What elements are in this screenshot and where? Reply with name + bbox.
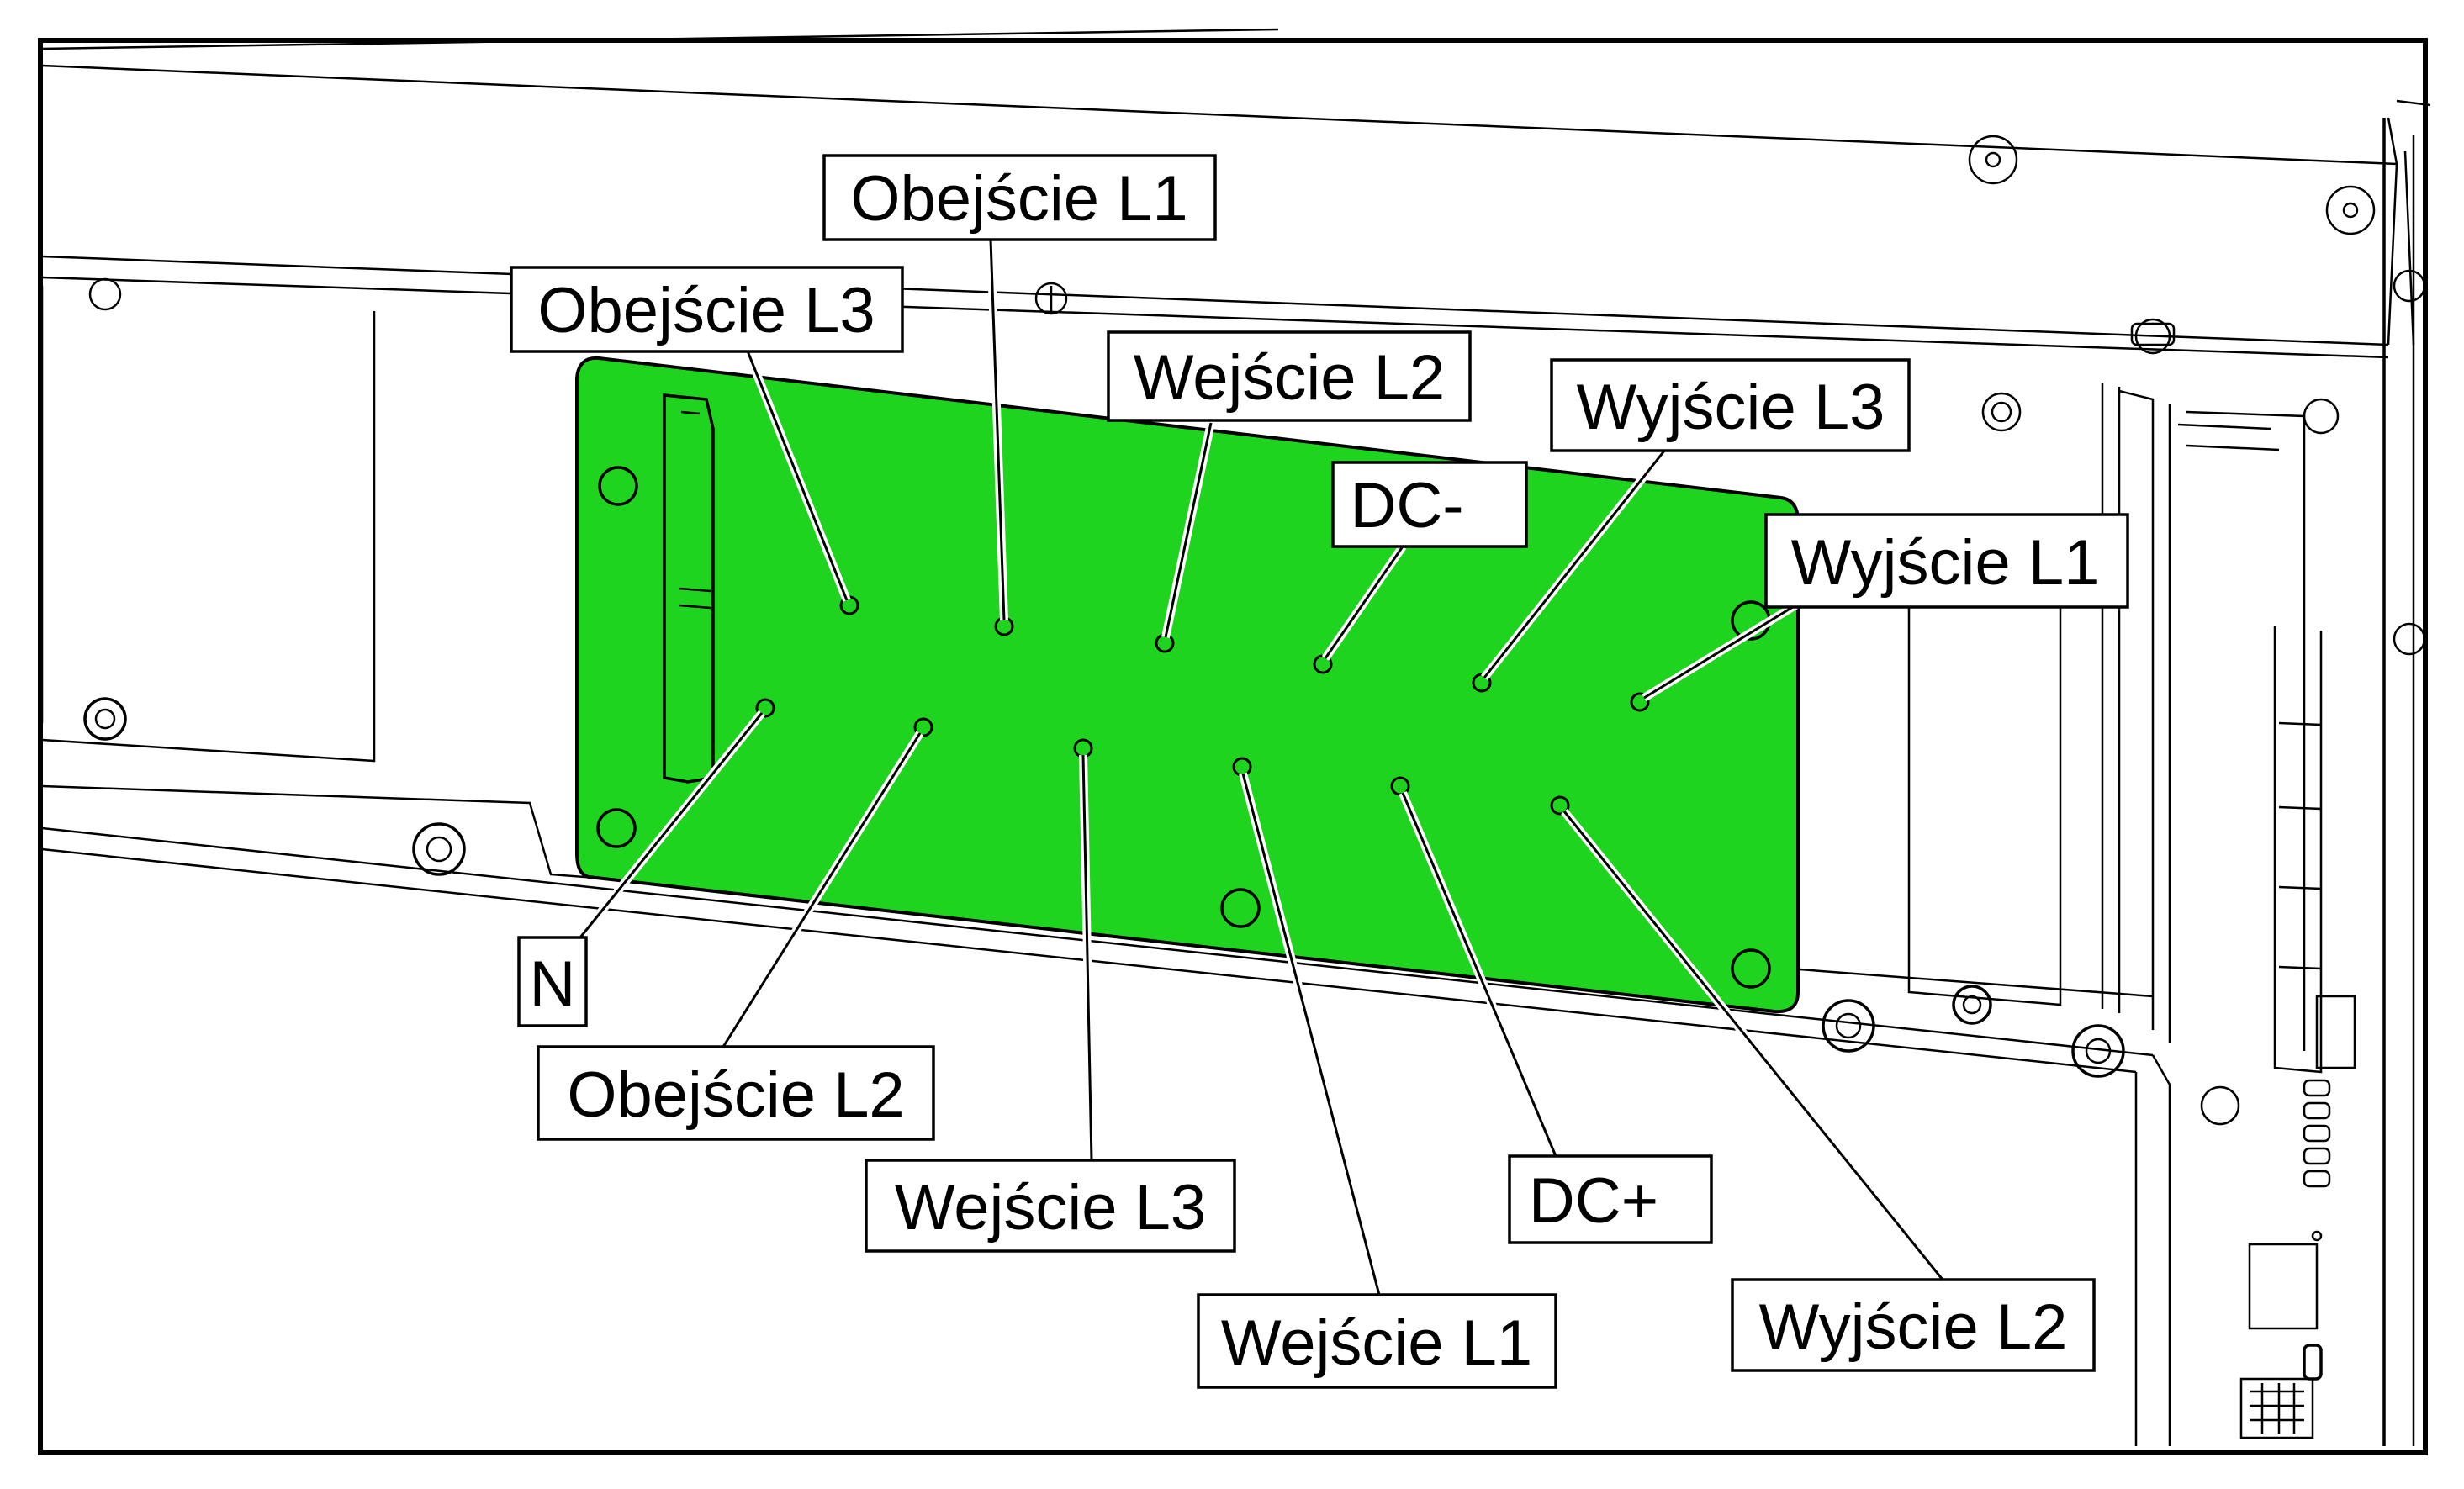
stud-wejscie-l2 bbox=[1155, 633, 1175, 653]
leader-dc-plus bbox=[1401, 792, 1557, 1157]
label-wyjscie-l1: Wyjście L1 bbox=[1764, 513, 2129, 609]
stud-n bbox=[755, 698, 775, 718]
stud-wejscie-l3 bbox=[1073, 738, 1093, 758]
leader-wyjscie-l3 bbox=[1483, 449, 1667, 678]
label-text-obejscie-l3: Obejście L3 bbox=[537, 275, 875, 346]
labels: Obejście L1 Obejście L3 Wejście L2 Wyjśc… bbox=[510, 154, 2129, 1389]
label-text-wejscie-l3: Wejście L3 bbox=[895, 1172, 1206, 1243]
label-text-obejscie-l2: Obejście L2 bbox=[567, 1059, 904, 1131]
label-wyjscie-l2: Wyjście L2 bbox=[1731, 1278, 2096, 1372]
label-text-n: N bbox=[530, 948, 576, 1020]
label-dc-plus: DC+ bbox=[1508, 1154, 1713, 1244]
frame-screws bbox=[83, 697, 2125, 1078]
green-terminal-board bbox=[575, 356, 1800, 1014]
leader-dc-minus bbox=[1324, 546, 1404, 659]
label-obejscie-l1: Obejście L1 bbox=[822, 154, 1217, 241]
leader-obejscie-l2 bbox=[722, 732, 922, 1048]
label-text-dc-minus: DC- bbox=[1350, 470, 1463, 541]
label-obejscie-l2: Obejście L2 bbox=[537, 1045, 935, 1141]
leader-obejscie-l1 bbox=[989, 239, 1006, 621]
label-dc-minus: DC- bbox=[1331, 461, 1528, 548]
leader-wyjscie-l2 bbox=[1562, 811, 1944, 1280]
leader-wyjscie-l1 bbox=[1643, 604, 1796, 700]
label-text-wyjscie-l2: Wyjście L2 bbox=[1759, 1291, 2068, 1363]
label-text-obejscie-l1: Obejście L1 bbox=[850, 163, 1187, 235]
label-n: N bbox=[517, 936, 588, 1027]
label-wyjscie-l3: Wyjście L3 bbox=[1550, 358, 1911, 452]
label-wejscie-l2: Wejście L2 bbox=[1107, 330, 1472, 422]
terminal-panel bbox=[575, 356, 1800, 1014]
leader-wejscie-l2 bbox=[1164, 422, 1213, 638]
label-text-wejscie-l1: Wejście L1 bbox=[1221, 1307, 1532, 1379]
label-obejscie-l3: Obejście L3 bbox=[510, 266, 904, 353]
label-wejscie-l3: Wejście L3 bbox=[865, 1159, 1236, 1253]
label-text-wejscie-l2: Wejście L2 bbox=[1134, 342, 1445, 414]
label-wejscie-l1: Wejście L1 bbox=[1197, 1293, 1557, 1389]
cabinet-drawing bbox=[40, 28, 2431, 1446]
label-text-wyjscie-l3: Wyjście L3 bbox=[1577, 372, 1885, 443]
leader-obejscie-l3 bbox=[745, 348, 849, 601]
stud-wejscie-l1 bbox=[1232, 757, 1252, 777]
label-text-wyjscie-l1: Wyjście L1 bbox=[1791, 527, 2100, 599]
leader-wejscie-l1 bbox=[1241, 773, 1381, 1296]
figure-border bbox=[38, 38, 2428, 1455]
stud-wyjscie-l2 bbox=[1550, 795, 1570, 816]
leader-lines bbox=[577, 239, 1946, 1296]
leader-wejscie-l3 bbox=[1081, 754, 1093, 1161]
label-text-dc-plus: DC+ bbox=[1529, 1165, 1658, 1237]
leader-n bbox=[579, 712, 764, 938]
